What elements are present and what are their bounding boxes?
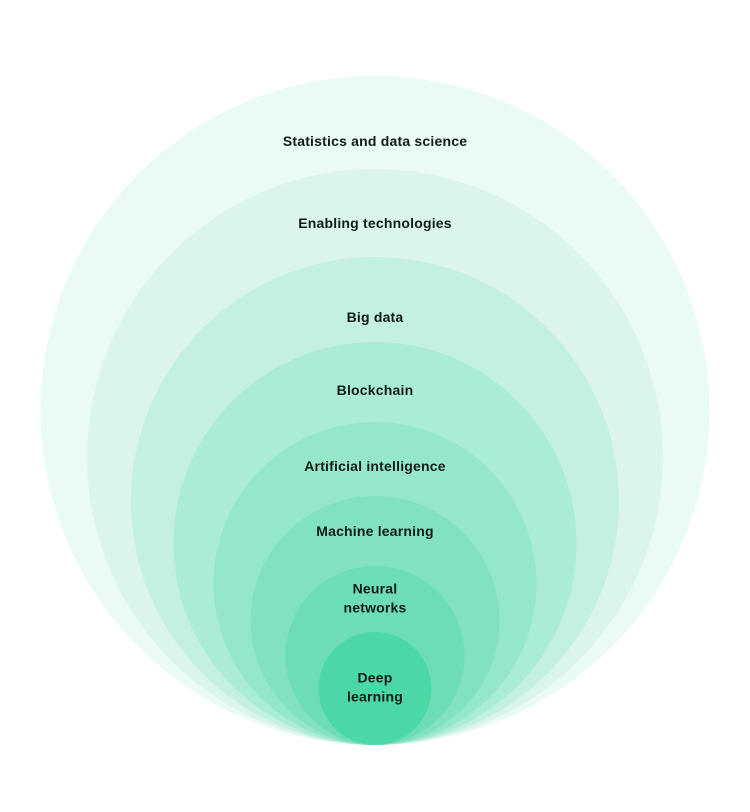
layer-label-line: Blockchain bbox=[337, 382, 414, 398]
layer-label-line: Deep bbox=[357, 670, 392, 686]
layer-label-blockchain: Blockchain bbox=[337, 382, 414, 398]
layer-label-machine-learning: Machine learning bbox=[316, 523, 434, 539]
layer-label-line: learning bbox=[347, 689, 403, 705]
layer-label-line: Neural bbox=[353, 581, 398, 597]
layer-label-line: Big data bbox=[347, 309, 404, 325]
layer-label-line: networks bbox=[343, 600, 406, 616]
layer-label-big-data: Big data bbox=[347, 309, 404, 325]
layer-label-statistics-and-data-science: Statistics and data science bbox=[283, 133, 467, 149]
layer-label-line: Enabling technologies bbox=[298, 215, 452, 231]
layer-label-artificial-intelligence: Artificial intelligence bbox=[304, 458, 446, 474]
layer-label-enabling-technologies: Enabling technologies bbox=[298, 215, 452, 231]
layer-circle-deep-learning bbox=[318, 632, 432, 745]
layer-label-line: Statistics and data science bbox=[283, 133, 467, 149]
layer-label-line: Machine learning bbox=[316, 523, 434, 539]
layer-label-deep-learning: Deep learning bbox=[347, 670, 403, 705]
layer-label-neural-networks: Neural networks bbox=[343, 581, 406, 616]
layer-label-line: Artificial intelligence bbox=[304, 458, 446, 474]
